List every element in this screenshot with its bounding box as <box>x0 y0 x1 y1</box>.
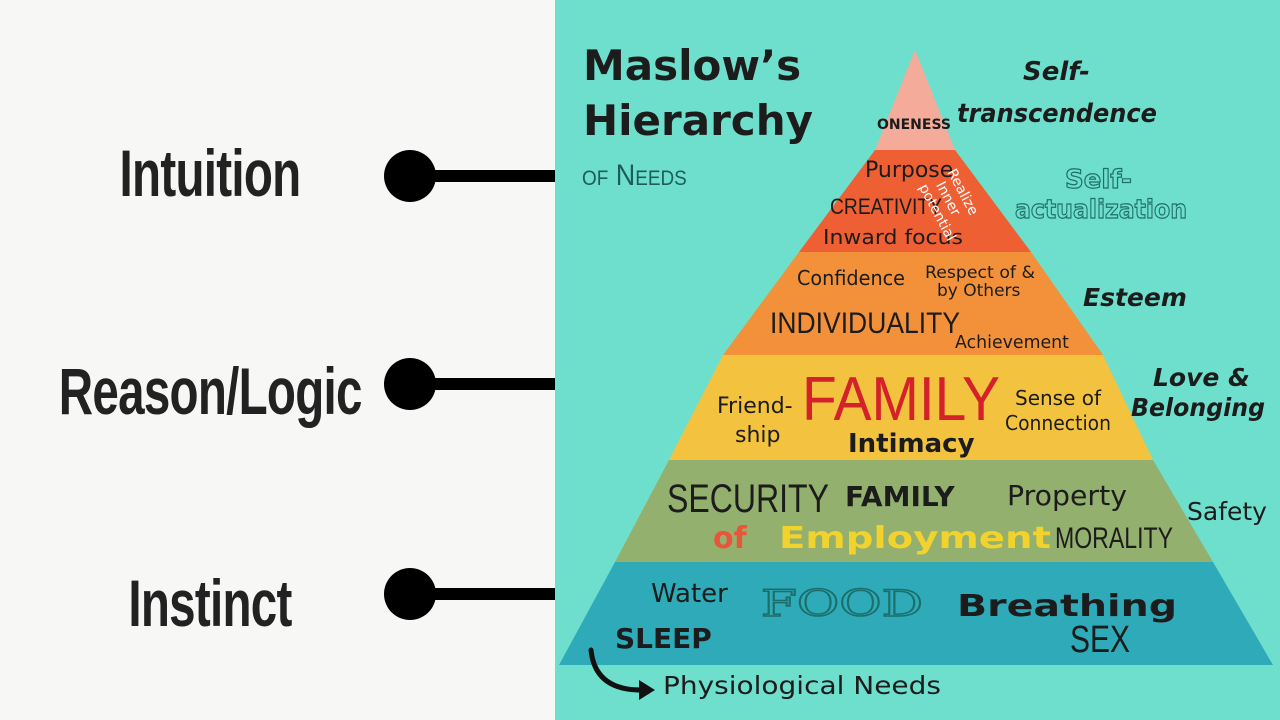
connector-line-instinct <box>430 588 556 600</box>
word-family-large: FAMILY <box>802 365 1000 434</box>
word-intimacy: Intimacy <box>848 429 975 459</box>
connector-line-intuition <box>430 170 556 182</box>
side-esteem: Esteem <box>1083 283 1187 312</box>
side-self-actualization-2: actualization <box>1015 195 1187 225</box>
word-property: Property <box>1007 479 1127 512</box>
word-breathing: Breathing <box>957 589 1177 624</box>
connector-dot-instinct <box>384 568 436 620</box>
word-sex: SEX <box>1070 619 1130 661</box>
word-respect: Respect of & <box>925 263 1035 283</box>
side-self-transcendence-1: Self- <box>1023 57 1090 87</box>
word-friend: Friend- <box>717 394 793 419</box>
word-inward-focus: Inward focus <box>823 225 963 249</box>
word-connection: Connection <box>1005 411 1111 435</box>
tier-love <box>669 355 1153 460</box>
word-sleep: SLEEP <box>615 622 712 655</box>
curved-arrow-icon <box>588 647 655 700</box>
tier-physio <box>559 562 1273 665</box>
label-instinct: Instinct <box>128 566 292 640</box>
tier-actualization <box>799 150 1031 252</box>
tier-safety <box>615 460 1213 562</box>
title-line2: Hierarchy <box>583 96 813 145</box>
side-love-1: Love & <box>1153 363 1250 392</box>
tier-esteem <box>723 252 1103 355</box>
label-intuition: Intuition <box>119 136 302 210</box>
word-morality: MORALITY <box>1055 522 1173 555</box>
side-safety: Safety <box>1187 497 1267 526</box>
word-oneness: ONENESS <box>877 117 951 133</box>
title-line3: of Needs <box>582 159 687 193</box>
word-individuality: INDIVIDUALITY <box>770 307 960 340</box>
connector-line-reason <box>430 378 556 390</box>
word-of: of <box>713 521 748 556</box>
connector-dot-reason <box>384 358 436 410</box>
side-love-2: Belonging <box>1131 393 1265 422</box>
title-line1: Maslow’s <box>583 41 801 90</box>
pyramid-panel: Maslow’s Hierarchy of Needs ONENESS Purp… <box>555 0 1280 720</box>
word-creativity: CREATIVITY <box>830 194 942 219</box>
connector-dot-intuition <box>384 150 436 202</box>
word-water: Water <box>651 579 728 609</box>
word-employment: Employment <box>779 521 1051 556</box>
label-reason-logic: Reason/Logic <box>58 354 363 428</box>
word-confidence: Confidence <box>797 266 905 290</box>
word-purpose: Purpose <box>865 158 953 183</box>
word-by-others: by Others <box>937 281 1021 301</box>
tier-top <box>875 50 955 150</box>
word-food: FOOD <box>761 584 923 625</box>
side-physiological: Physiological Needs <box>663 671 941 700</box>
word-sense-of: Sense of <box>1015 386 1102 410</box>
word-ship: ship <box>735 423 780 448</box>
word-security: SECURITY <box>667 477 829 521</box>
side-self-transcendence-2: transcendence <box>957 99 1157 129</box>
word-family-small: FAMILY <box>845 480 955 513</box>
pyramid-graphic: Maslow’s Hierarchy of Needs ONENESS Purp… <box>559 41 1273 700</box>
side-self-actualization-1: Self- <box>1065 165 1132 195</box>
word-achievement: Achievement <box>955 332 1069 353</box>
